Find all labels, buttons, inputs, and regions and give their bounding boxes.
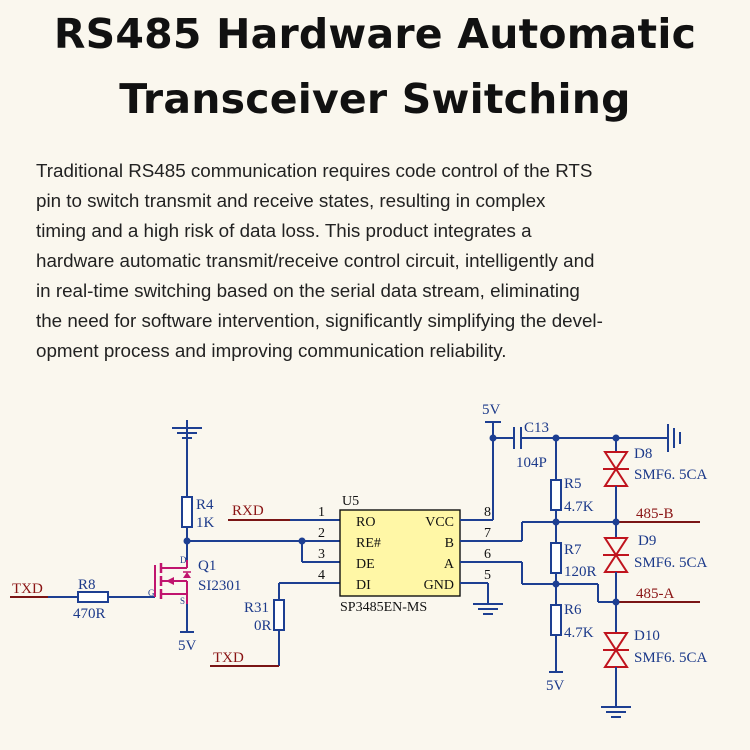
- u5-pin-8-num: 8: [484, 505, 491, 520]
- u5-pin-7-num: 7: [484, 526, 491, 541]
- power-label-q1: 5V: [178, 638, 197, 654]
- r4-resistor: [181, 496, 193, 528]
- d8-tvs-diode: [603, 451, 629, 487]
- r4-value: 1K: [196, 515, 215, 531]
- u5-pin-6-num: 6: [484, 547, 491, 562]
- r7-value: 120R: [564, 564, 597, 580]
- description-line: the need for software intervention, sign…: [36, 310, 603, 331]
- u5-pin-5-num: 5: [484, 568, 491, 583]
- u5-pin-gnd: GND: [424, 578, 454, 593]
- rxd-label: RXD: [232, 503, 264, 519]
- r7-ref: R7: [564, 542, 582, 558]
- d9-ref: D9: [638, 533, 656, 549]
- u5-pin-a: A: [444, 557, 455, 572]
- d8-value: SMF6. 5CA: [634, 467, 708, 483]
- r6-ref: R6: [564, 602, 582, 618]
- q1-pin-d: D: [180, 555, 187, 565]
- tvs-ground-symbol: [601, 706, 631, 718]
- r31-resistor: [273, 599, 285, 631]
- q1-pin-g: G: [148, 588, 155, 598]
- u5-ground-symbol: [473, 603, 503, 615]
- description-line: Traditional RS485 communication requires…: [36, 160, 593, 181]
- junction-dot: [183, 537, 191, 545]
- power-label-bottom: 5V: [546, 678, 565, 694]
- earth-ground-symbol: [667, 424, 681, 452]
- title-line-1: RS485 Hardware Automatic: [53, 10, 697, 58]
- u5-pin-4-num: 4: [318, 568, 325, 583]
- txd-lower-label: TXD: [213, 650, 244, 666]
- d9-value: SMF6. 5CA: [634, 555, 708, 571]
- txd-in-label: TXD: [12, 581, 43, 597]
- r4-ref: R4: [196, 497, 214, 513]
- description-line: in real-time switching based on the seri…: [36, 280, 580, 301]
- r5-resistor: [550, 479, 562, 511]
- u5-pin-2-num: 2: [318, 526, 325, 541]
- c13-value: 104P: [516, 455, 547, 471]
- u5-pin-b: B: [445, 536, 454, 551]
- power-label-top: 5V: [482, 402, 501, 418]
- description-line: hardware automatic transmit/receive cont…: [36, 250, 595, 271]
- junction-dot: [552, 518, 560, 526]
- title-line-2: Transceiver Switching: [119, 75, 631, 123]
- q1-mosfet: [154, 560, 191, 604]
- r31-value: 0R: [254, 618, 272, 634]
- d8-ref: D8: [634, 446, 652, 462]
- u5-pin-re: RE#: [356, 536, 381, 551]
- c13-ref: C13: [524, 420, 549, 436]
- r8-ref: R8: [78, 577, 96, 593]
- u5-pin-3-num: 3: [318, 547, 325, 562]
- r31-ref: R31: [244, 600, 269, 616]
- u5-pin-de: DE: [356, 557, 375, 572]
- u5-ref: U5: [342, 494, 359, 509]
- r7-resistor: [550, 542, 562, 574]
- r5-value: 4.7K: [564, 499, 594, 515]
- r8-value: 470R: [73, 606, 106, 622]
- bus-b-label: 485-B: [636, 506, 674, 522]
- junction-dot: [552, 580, 560, 588]
- q1-pin-s: S: [180, 596, 185, 606]
- q1-value: SI2301: [198, 578, 241, 594]
- d10-tvs-diode: [603, 632, 629, 668]
- u5-pin-di: DI: [356, 578, 371, 593]
- d10-ref: D10: [634, 628, 660, 644]
- d10-value: SMF6. 5CA: [634, 650, 708, 666]
- r6-value: 4.7K: [564, 625, 594, 641]
- u5-chip: [339, 509, 461, 597]
- d9-tvs-diode: [603, 537, 629, 573]
- description-line: pin to switch transmit and receive state…: [36, 190, 546, 211]
- u5-pin-vcc: VCC: [425, 515, 454, 530]
- r6-resistor: [550, 604, 562, 636]
- u5-part: SP3485EN-MS: [340, 600, 427, 615]
- u5-pin-1-num: 1: [318, 505, 325, 520]
- bus-a-label: 485-A: [636, 586, 674, 602]
- description-line: timing and a high risk of data loss. Thi…: [36, 220, 532, 241]
- description-line: opment process and improving communicati…: [36, 340, 507, 361]
- r5-ref: R5: [564, 476, 582, 492]
- u5-pin-ro: RO: [356, 515, 375, 530]
- r8-resistor: [77, 591, 109, 603]
- q1-ref: Q1: [198, 558, 216, 574]
